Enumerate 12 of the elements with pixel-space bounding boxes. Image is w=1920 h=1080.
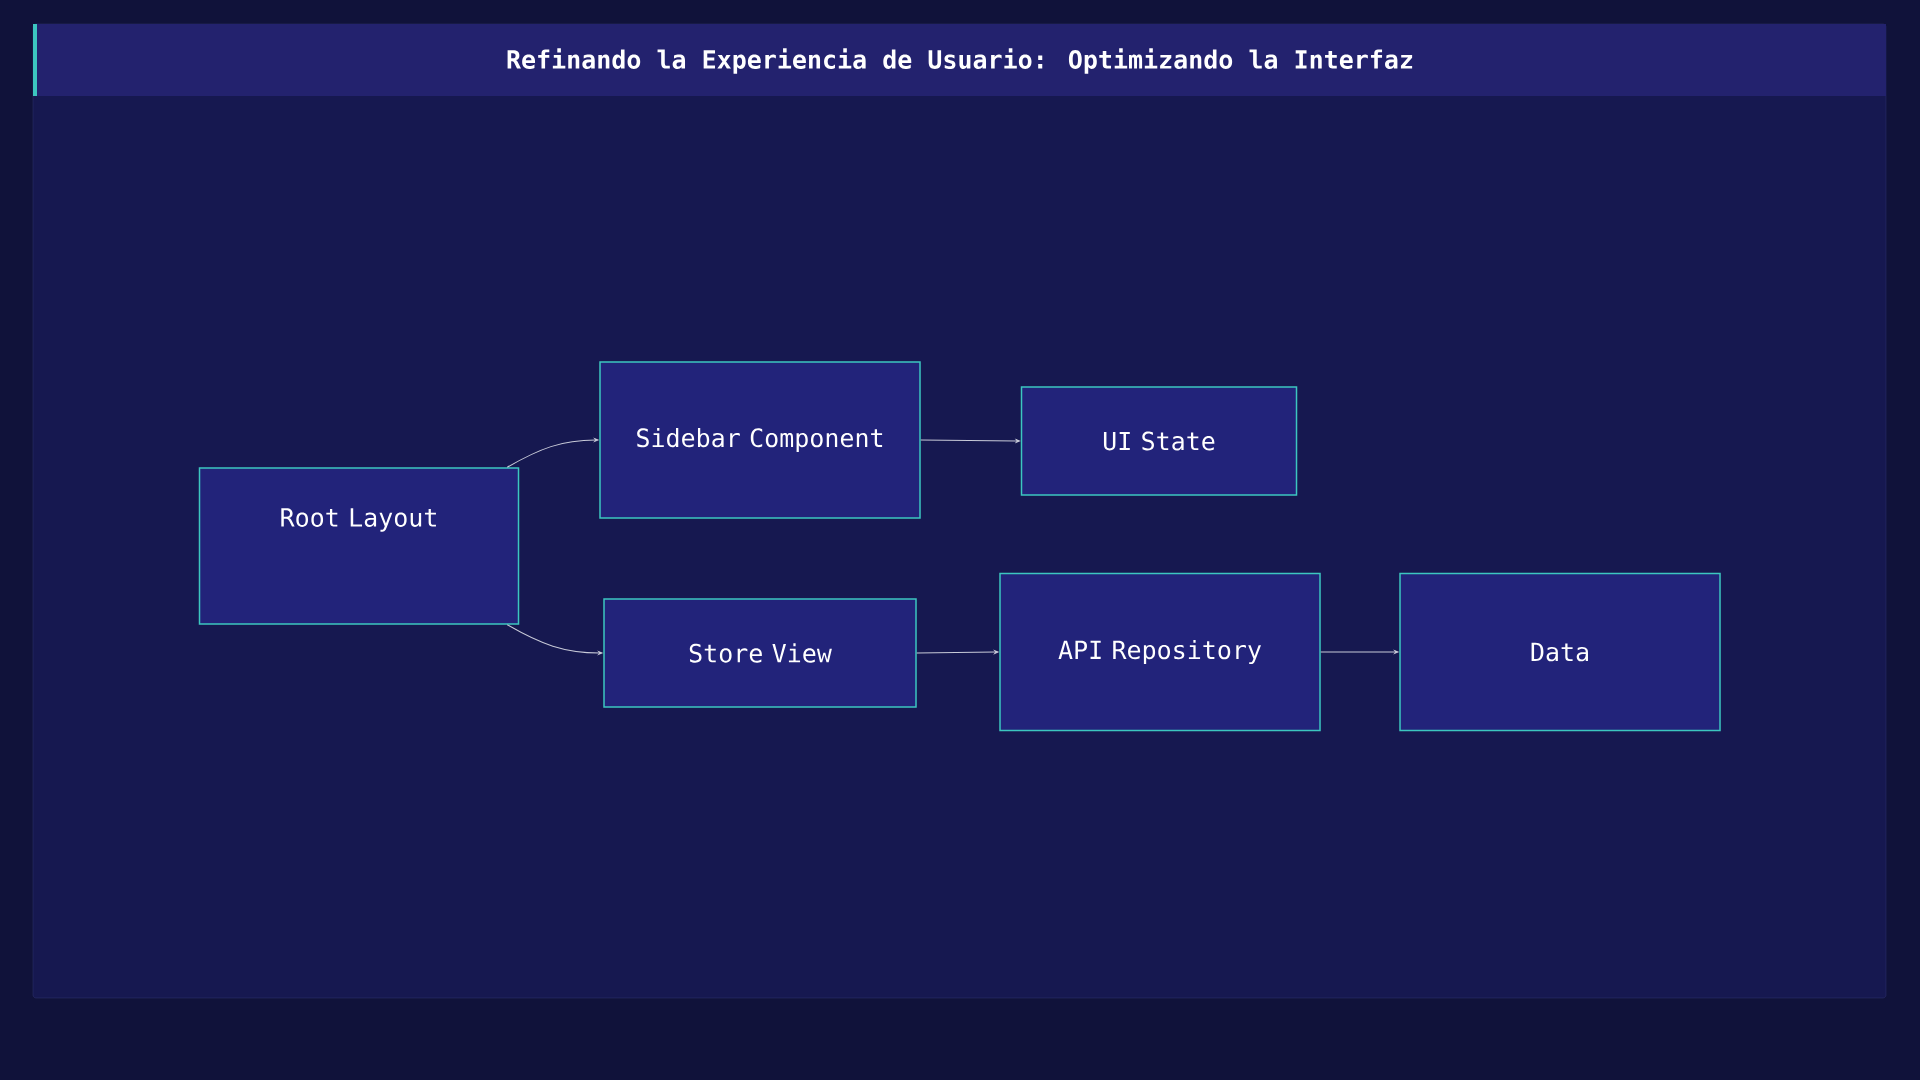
- process-box: Root Layout: [198, 467, 520, 625]
- process-box: API Repository: [999, 572, 1321, 732]
- arrow: [506, 438, 599, 468]
- process-box: Data: [1399, 572, 1721, 732]
- arrow: [920, 439, 1020, 443]
- arrow: [916, 650, 999, 654]
- title-bar: Refinando la Experiencia de Usuario: Optimizando la Interfaz: [33, 24, 1886, 96]
- process-box: UI State: [1020, 386, 1298, 496]
- arrow: [506, 624, 603, 655]
- process-box: Sidebar Component: [599, 361, 921, 519]
- arrow: [1320, 650, 1399, 654]
- process-box: Store View: [603, 598, 917, 708]
